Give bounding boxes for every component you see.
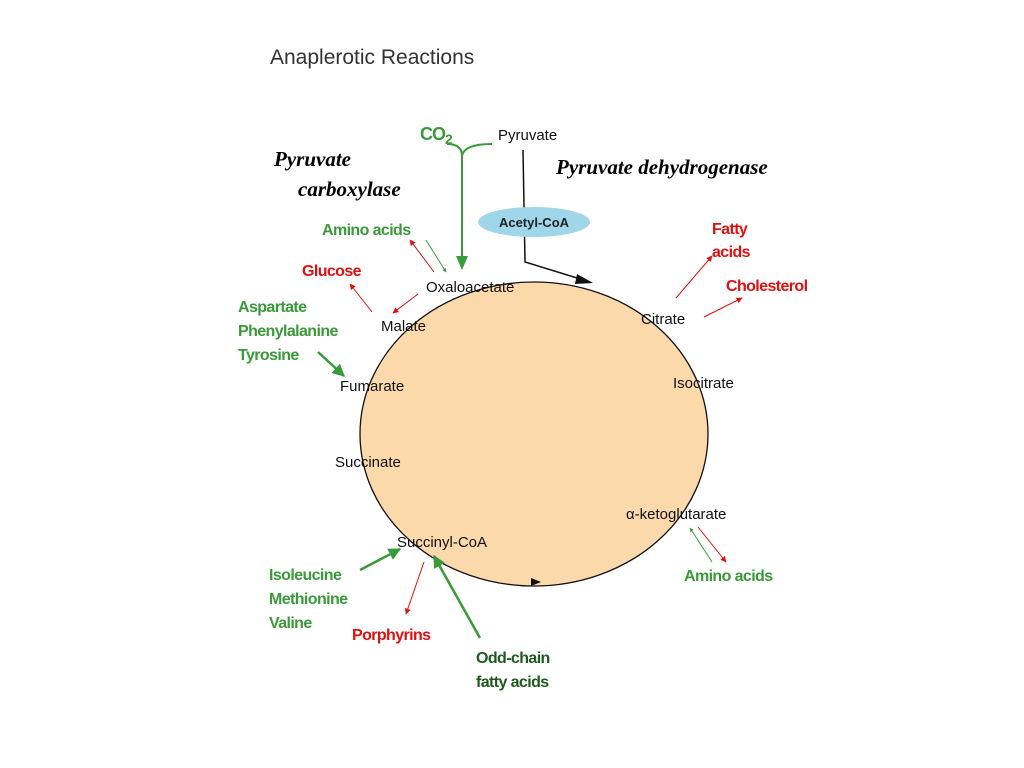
pdh-arrow-line bbox=[522, 149, 591, 283]
cholesterol-label: Cholesterol bbox=[726, 278, 808, 295]
aspartate-label: Aspartate bbox=[238, 299, 307, 316]
acetyl-coa-oval bbox=[478, 207, 590, 237]
valine-label: Valine bbox=[269, 615, 312, 632]
isoleucine-label: Isoleucine bbox=[269, 567, 342, 584]
amino-acids-akg-label: Amino acids bbox=[684, 568, 773, 585]
aromatic-to-fumarate-arrow bbox=[317, 351, 345, 377]
isocitrate-label: Isocitrate bbox=[673, 375, 734, 392]
odd-chain-line2: fatty acids bbox=[476, 674, 549, 691]
pyruvate-dehydrogenase-label: Pyruvate dehydrogenase bbox=[555, 155, 768, 179]
fatty-acids-line2: acids bbox=[712, 244, 751, 261]
odd-chain-line1: Odd-chain bbox=[476, 650, 550, 667]
tca-cycle-circle bbox=[359, 281, 709, 587]
phenylalanine-label: Phenylalanine bbox=[238, 323, 338, 340]
odd-chain-to-succinyl-coa-arrow bbox=[432, 554, 482, 639]
fumarate-label: Fumarate bbox=[340, 378, 404, 395]
acetyl-coa-label: Acetyl-CoA bbox=[499, 215, 570, 230]
tyrosine-label: Tyrosine bbox=[238, 347, 299, 364]
succinyl-coa-label: Succinyl-CoA bbox=[397, 534, 487, 551]
carboxylase-left-branch bbox=[446, 143, 463, 268]
cycle-direction-arrowhead bbox=[531, 578, 541, 586]
pyruvate-carboxylase-line2: carboxylase bbox=[298, 177, 401, 201]
amino-acids-top-label: Amino acids bbox=[322, 222, 411, 239]
pdh-arrowhead bbox=[575, 274, 593, 284]
oxaloacetate-label: Oxaloacetate bbox=[426, 279, 514, 296]
oaa-to-malate-arrow bbox=[392, 293, 419, 314]
succinate-label: Succinate bbox=[335, 454, 401, 471]
pyruvate-carboxylase-line1: Pyruvate bbox=[273, 147, 351, 171]
citrate-to-fatty-acids-arrow bbox=[675, 255, 713, 299]
amino-acids-to-akg-arrow bbox=[689, 527, 713, 563]
succinyl-coa-to-porphyrins-arrow bbox=[404, 561, 425, 615]
co2-label: CO2 bbox=[420, 124, 453, 147]
carboxylase-arrowhead bbox=[456, 256, 468, 270]
page-title: Anaplerotic Reactions bbox=[270, 46, 474, 69]
porphyrins-label: Porphyrins bbox=[352, 627, 431, 644]
carboxylase-right-branch bbox=[461, 143, 493, 157]
malate-label: Malate bbox=[381, 318, 426, 335]
pyruvate-label: Pyruvate bbox=[498, 127, 557, 144]
citrate-label: Citrate bbox=[641, 311, 685, 328]
oaa-to-amino-acids-arrow bbox=[409, 239, 435, 273]
ile-met-val-to-succinyl-coa-arrow bbox=[359, 547, 402, 572]
amino-acids-to-oaa-arrow bbox=[425, 239, 447, 273]
fatty-acids-line1: Fatty bbox=[712, 221, 748, 238]
alpha-ketoglutarate-label: α-ketoglutarate bbox=[626, 506, 726, 523]
akg-to-amino-acids-arrow bbox=[697, 526, 727, 563]
glucose-label: Glucose bbox=[302, 263, 362, 280]
methionine-label: Methionine bbox=[269, 591, 348, 608]
citrate-to-cholesterol-arrow bbox=[703, 297, 743, 318]
malate-to-glucose-arrow bbox=[349, 283, 373, 313]
